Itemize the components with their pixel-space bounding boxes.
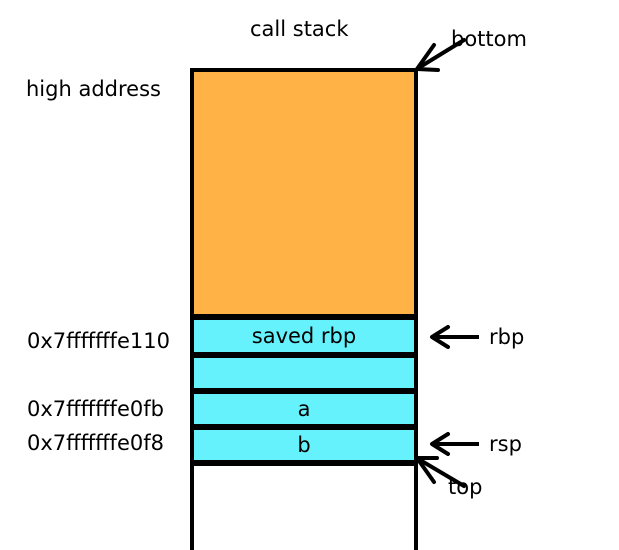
rbp-pointer-annotation: rbp bbox=[428, 325, 524, 349]
page-title: call stack bbox=[250, 17, 349, 41]
high-address-label: high address bbox=[26, 77, 161, 101]
saved-rbp-address-label: 0x7fffffffe110 bbox=[27, 329, 170, 353]
bottom-callout-arrow-icon bbox=[415, 38, 466, 72]
stack-bottom-label: bottom bbox=[451, 27, 527, 51]
variable-a-slot-cell: a bbox=[190, 390, 418, 428]
saved-rbp-slot-cell: saved rbp bbox=[190, 316, 418, 356]
free-stack-space-cell bbox=[190, 68, 418, 318]
rsp-pointer-label: rsp bbox=[489, 431, 522, 456]
unused-below-rsp-cell bbox=[190, 462, 418, 550]
rsp-pointer-annotation: rsp bbox=[428, 432, 522, 456]
stack-top-label: top bbox=[448, 475, 483, 499]
call-stack-column: saved rbp a b bbox=[190, 68, 418, 550]
rbp-pointer-label: rbp bbox=[489, 324, 525, 349]
variable-b-slot-cell: b bbox=[190, 426, 418, 464]
left-arrow-icon bbox=[430, 325, 479, 349]
variable-b-address-label: 0x7fffffffe0f8 bbox=[27, 431, 164, 455]
variable-a-address-label: 0x7fffffffe0fb bbox=[27, 397, 164, 421]
left-arrow-icon bbox=[430, 432, 479, 456]
top-callout-arrow-icon bbox=[415, 456, 466, 488]
padding-slot-cell bbox=[190, 354, 418, 392]
